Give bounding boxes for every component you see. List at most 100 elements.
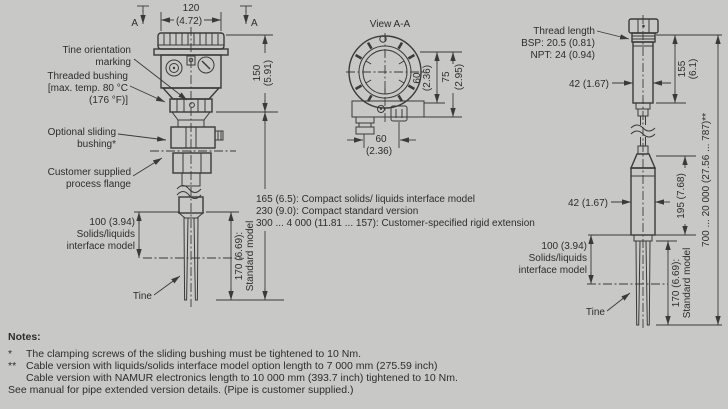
interface-dim-line2: Solids/liquids <box>77 229 135 240</box>
dim-120-mm: 120 <box>183 3 200 14</box>
dim-60-vertical: 60 (2.36) <box>412 51 462 104</box>
dim-155-in: (6.1) <box>688 59 699 80</box>
dim-75-in: (2.95) <box>454 64 465 90</box>
section-label-a-right: A <box>251 18 258 29</box>
sensor-head-body <box>632 41 654 117</box>
dim-cable-value: 700 ... 20 000 (27.56 ... 787)** <box>701 113 712 247</box>
note-item: See manual for pipe extended version det… <box>8 384 722 396</box>
note-text: Cable version with liquids/solids interf… <box>26 360 438 372</box>
dim-42-upper: 42 (1.67) <box>569 79 671 90</box>
svg-text:100 (3.94): 100 (3.94) <box>541 241 587 252</box>
svg-text:42 (1.67): 42 (1.67) <box>569 79 609 90</box>
notes-section: Notes: * The clamping screws of the slid… <box>8 331 722 396</box>
note-item: ** Cable version with liquids/solids int… <box>8 360 722 372</box>
interface-dim-line1: 100 (3.94) <box>89 217 135 228</box>
key-line-2: 230 (9.0): Compact standard version <box>256 206 418 217</box>
cable-gland-side <box>355 116 375 135</box>
section-marker-left: A <box>131 5 149 29</box>
view-aa-title: View A-A <box>370 19 411 30</box>
dim-170-value: 170 (6.69): <box>671 259 682 307</box>
svg-text:Solids/liquids: Solids/liquids <box>529 253 587 264</box>
cable-gland-icon <box>165 59 183 77</box>
callout-tine-right: Tine <box>586 292 631 318</box>
dim-170-value: 170 (6.69): <box>234 232 245 280</box>
note-text: See manual for pipe extended version det… <box>8 384 354 396</box>
callout-tine-left: Tine <box>133 275 181 302</box>
svg-text:Tine orientation: Tine orientation <box>62 45 131 56</box>
dim-cable-length: 700 ... 20 000 (27.56 ... 787)** <box>656 35 722 326</box>
dim-60b-mm: 60 <box>375 134 387 145</box>
note-marker: ** <box>8 360 17 372</box>
svg-text:Optional sliding: Optional sliding <box>48 127 116 138</box>
process-flange <box>150 150 236 174</box>
right-dimensions: Thread length BSP: 20.5 (0.81) NPT: 24 (… <box>519 26 722 326</box>
section-marker-right: A <box>240 5 258 29</box>
tine-left <box>183 217 189 301</box>
dim-170-label: Standard model <box>682 248 693 319</box>
clamping-screw-icon <box>214 130 224 141</box>
dim-75-vertical: 75 (2.95) <box>410 52 465 118</box>
dim-195-value: 195 (7.68) <box>676 173 687 219</box>
svg-text:bushing*: bushing* <box>77 139 116 150</box>
svg-text:Threaded bushing: Threaded bushing <box>47 71 128 82</box>
callout-threaded-bushing: Threaded bushing [max. temp. 80 °C (176 … <box>47 71 166 106</box>
dim-height-150: 150 (5.91) <box>216 34 278 113</box>
lid-slots <box>354 41 416 103</box>
svg-text:Thread length: Thread length <box>533 26 595 37</box>
interface-dim-line3: interface model <box>67 241 135 252</box>
dim-150-mm: 150 <box>252 64 263 81</box>
extension-length-key: 165 (6.5): Compact solids/ liquids inter… <box>256 194 535 229</box>
break-symbol-icon <box>176 185 202 193</box>
svg-text:[max. temp. 80 °C: [max. temp. 80 °C <box>48 83 128 94</box>
note-marker: * <box>8 348 13 360</box>
svg-text:Customer supplied: Customer supplied <box>48 167 131 178</box>
extension-tube <box>176 172 205 219</box>
dim-100-interface: 100 (3.94) Solids/liquids interface mode… <box>67 211 242 259</box>
callout-tine-orientation: Tine orientation marking <box>62 45 188 101</box>
dim-overall-length <box>216 112 284 301</box>
thread-collar <box>631 32 656 43</box>
dim-75-mm: 75 <box>441 71 452 83</box>
dim-width-120: 120 (4.72) <box>160 3 222 31</box>
dim-42-lower: 42 (1.67) <box>568 198 670 209</box>
svg-text:interface model: interface model <box>519 265 587 276</box>
compact-version-figure <box>150 27 236 307</box>
dim-60-bottom: 60 (2.36) <box>347 122 416 157</box>
dim-170-standard: 170 (6.69): Standard model <box>656 240 693 325</box>
fork-tines <box>183 217 199 301</box>
svg-text:Tine: Tine <box>586 307 606 318</box>
fork-tines <box>635 240 651 326</box>
cable-version-figure <box>628 15 659 329</box>
dim-100-interface: 100 (3.94) Solids/liquids interface mode… <box>519 234 668 285</box>
drawing-canvas: A A 120 (4.72) 150 (5.91) <box>47 3 722 329</box>
dim-60v-mm: 60 <box>412 72 423 84</box>
svg-text:NPT: 24 (0.94): NPT: 24 (0.94) <box>531 50 595 61</box>
dim-155-mm: 155 <box>677 60 688 77</box>
dim-60b-in: (2.36) <box>366 146 392 157</box>
section-label-a-left: A <box>131 18 138 29</box>
svg-text:process flange: process flange <box>66 179 131 190</box>
threaded-bushing <box>161 87 221 128</box>
dim-195-weight: 195 (7.68) <box>652 155 696 236</box>
callout-process-flange: Customer supplied process flange <box>48 157 163 190</box>
key-line-1: 165 (6.5): Compact solids/ liquids inter… <box>256 194 475 205</box>
view-aa: View A-A <box>346 19 465 157</box>
callout-sliding-bushing: Optional sliding bushing* <box>48 127 167 150</box>
svg-text:Tine: Tine <box>133 291 153 302</box>
dim-170-standard: 170 (6.69): Standard model <box>206 211 256 300</box>
housing-base <box>351 100 425 118</box>
dim-60v-in: (2.36) <box>422 65 433 91</box>
svg-text:BSP: 20.5 (0.81): BSP: 20.5 (0.81) <box>521 38 595 49</box>
tine-orientation-mark <box>189 102 195 108</box>
svg-text:(176 °F)]: (176 °F)] <box>89 95 128 106</box>
note-marker <box>8 372 26 384</box>
hex-nut <box>172 152 212 174</box>
hex-cap <box>628 18 659 34</box>
note-item: Cable version with NAMUR electronics len… <box>8 372 722 384</box>
note-item: * The clamping screws of the sliding bus… <box>8 348 722 360</box>
key-line-3: 300 ... 4 000 (11.81 ... 157): Customer-… <box>256 218 535 229</box>
suspension-cable <box>630 116 656 155</box>
svg-text:42 (1.67): 42 (1.67) <box>568 198 608 209</box>
notes-title: Notes: <box>8 331 41 343</box>
